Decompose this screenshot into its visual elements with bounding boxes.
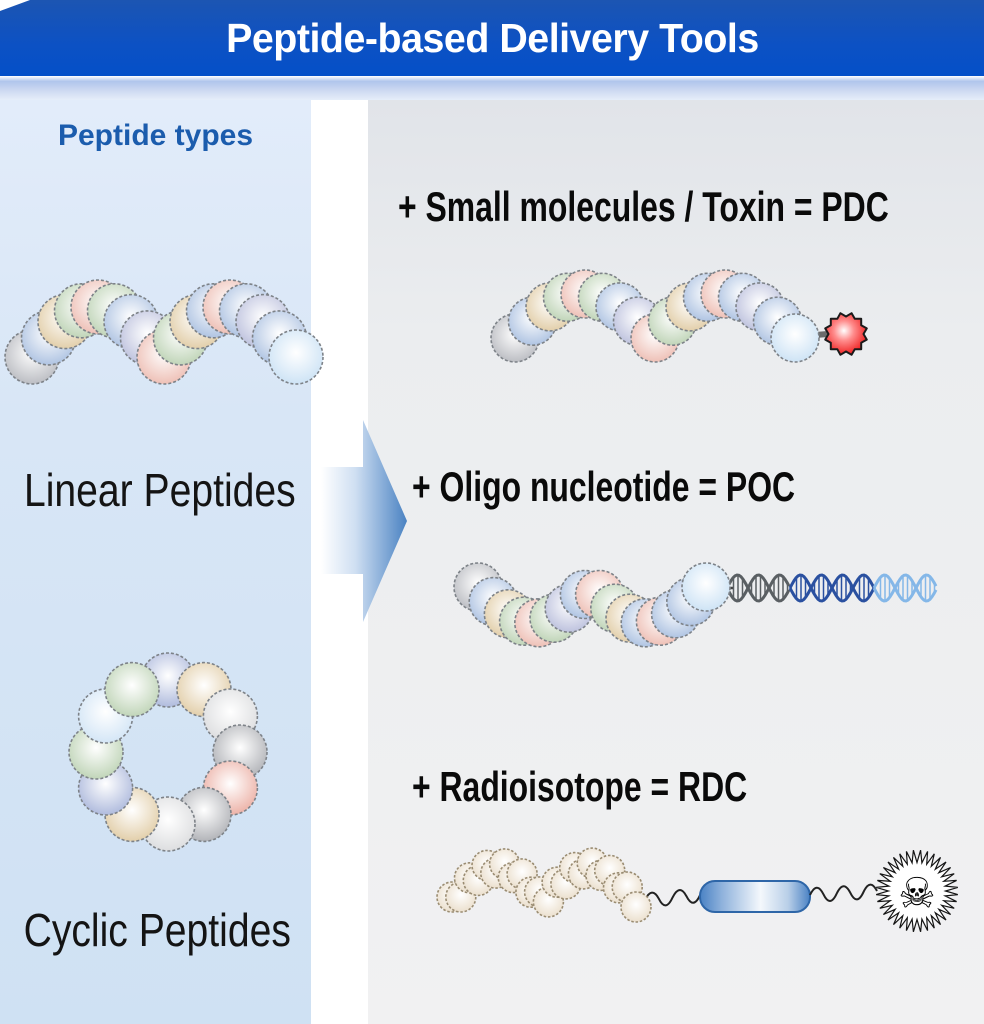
peptide-types-panel <box>0 100 311 1024</box>
pdc-row-label: + Small molecules / Toxin = PDC <box>398 183 889 230</box>
peptide-types-heading: Peptide types <box>57 119 254 152</box>
cyclic-peptides-label: Cyclic Peptides <box>23 904 291 956</box>
header-underline-band <box>0 76 984 100</box>
rdc-row-label: + Radioisotope = RDC <box>412 763 748 810</box>
title-bar: Peptide-based Delivery Tools <box>0 0 984 76</box>
corner-decoration <box>0 0 30 11</box>
poc-row-label: + Oligo nucleotide = POC <box>412 463 796 510</box>
linear-peptides-label: Linear Peptides <box>23 464 296 516</box>
figure-title: Peptide-based Delivery Tools <box>225 14 759 61</box>
conjugates-panel <box>368 100 984 1024</box>
